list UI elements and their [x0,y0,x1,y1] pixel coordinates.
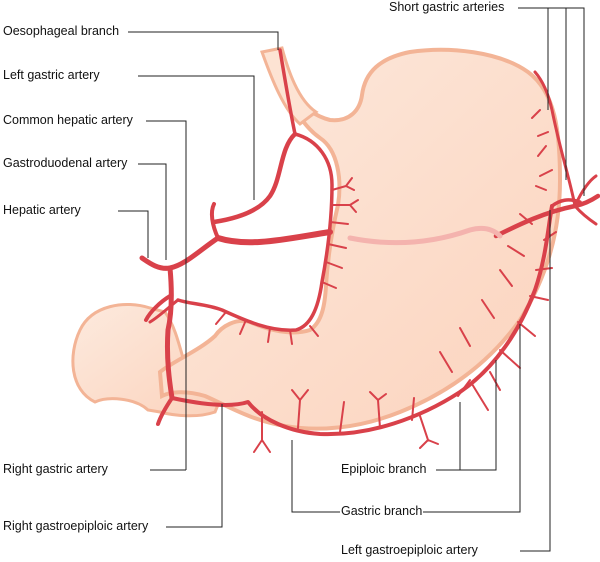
leader-oesophageal-branch [128,31,279,50]
label-short-gastric-arteries: Short gastric arteries [388,0,506,14]
short-gastric-2 [573,174,598,208]
leader-epiploic-branch [436,360,497,471]
label-gastric-branch: Gastric branch [340,504,424,518]
label-gastroduodenal-artery: Gastroduodenal artery [2,156,129,170]
label-common-hepatic-artery: Common hepatic artery [2,113,134,127]
left-gastric-artery [211,131,298,225]
lesser-twigs [215,177,359,345]
hepatic-artery [139,235,221,271]
label-right-gastroepiploic-artery: Right gastroepiploic artery [2,519,150,533]
label-oesophageal-branch: Oesophageal branch [2,24,121,38]
leader-short-gastric-arteries [518,7,585,196]
leader-common-hepatic-artery [146,120,187,470]
leader-gastroduodenal-artery [138,163,167,260]
label-right-gastric-artery: Right gastric artery [2,462,109,476]
label-left-gastroepiploic-artery: Left gastroepiploic artery [340,543,479,557]
short-gastric-3 [573,204,598,226]
lesser-curvature-artery [176,132,334,332]
leader-right-gastroepiploic-artery [166,404,223,528]
right-gastroepiploic-artery [156,204,554,437]
oesophagus [260,46,319,126]
greater-twigs [253,109,557,453]
gd-branch-left [144,294,172,322]
leader-left-gastroepiploic-artery [520,210,551,552]
gastroduodenal-artery [164,265,175,401]
leader-left-gastric-artery [138,75,255,200]
hepatic-branch-up [209,202,220,240]
posterior-branch [347,225,503,246]
label-left-gastric-artery: Left gastric artery [2,68,101,82]
common-hepatic-artery [215,229,333,246]
short-gastric-1 [533,70,577,208]
leader-hepatic-artery [118,210,149,258]
label-hepatic-artery: Hepatic artery [2,203,82,217]
oesophageal-branch [278,48,297,136]
hepatic-arch [148,298,180,324]
label-epiploic-branch: Epiploic branch [340,462,428,476]
arteries [139,48,600,453]
